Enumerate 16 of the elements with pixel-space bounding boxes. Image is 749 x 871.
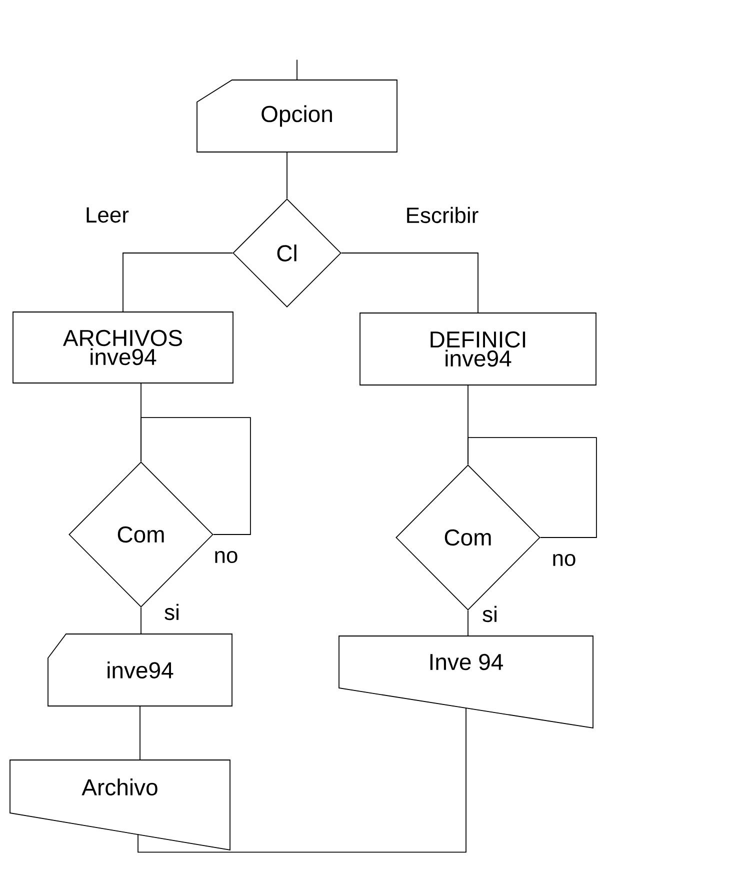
edge-label: Leer	[84, 206, 130, 224]
slanted-box: Archivo	[10, 760, 230, 851]
card-box: Opcion	[196, 80, 398, 152]
process-box: ARCHIVOS inve94	[12, 312, 234, 384]
manual-input-box: Inve 94	[338, 636, 594, 729]
connector-line	[140, 607, 142, 634]
connector-line	[286, 152, 288, 199]
process-box: DEFINICI inve94	[360, 312, 596, 386]
connector-line	[468, 437, 597, 538]
card-box: inve94	[48, 634, 232, 706]
connector-line	[296, 59, 298, 80]
connector-line	[140, 417, 251, 535]
connector-line	[341, 252, 478, 313]
connector-line	[138, 708, 466, 853]
connector-line	[122, 252, 233, 312]
edge-label: Escribir	[404, 206, 480, 224]
